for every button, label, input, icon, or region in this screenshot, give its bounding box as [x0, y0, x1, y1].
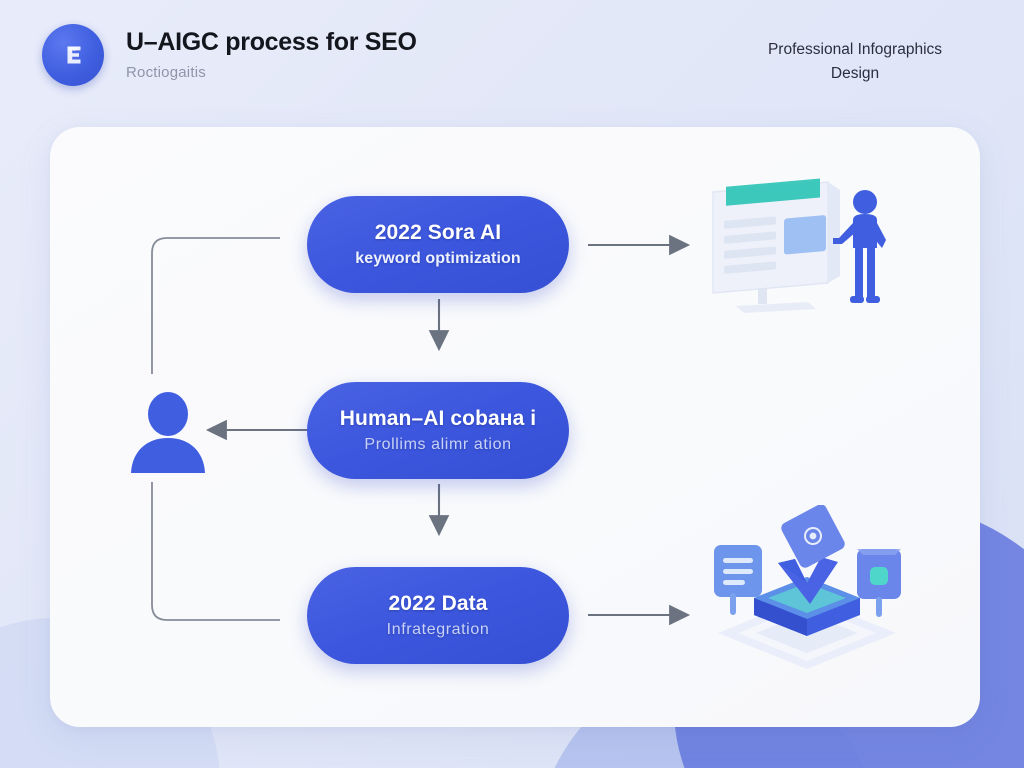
page-subtitle: Roctiogaitis — [126, 63, 206, 81]
content-lines — [724, 216, 776, 274]
flow-step-1-subtitle: keyword optimization — [355, 250, 521, 267]
page-header: U–AIGC process for SEO Roctiogaitis — [42, 24, 417, 86]
monitor-with-person-illustration — [700, 176, 900, 326]
document-card-icon — [714, 545, 762, 615]
flow-step-3-title: 2022 Data — [388, 592, 488, 615]
corner-note-line-2: Design — [830, 64, 880, 82]
flow-step-2-title: Human–AI cobана і — [339, 407, 537, 430]
flow-step-2[interactable]: Human–AI cobана і Prollims alimr ation — [307, 382, 569, 479]
teal-header-bar — [726, 178, 820, 206]
flow-step-2-subtitle: Prollims alimr ation — [364, 436, 512, 453]
screen-card-icon — [857, 549, 901, 617]
loop-step3-left — [151, 482, 280, 621]
flow-step-3[interactable]: 2022 Data Infrategration — [307, 567, 569, 664]
person-figure-icon — [833, 190, 886, 303]
data-integration-illustration — [700, 504, 915, 675]
page-title: U–AIGC process for SEO — [126, 28, 417, 56]
brand-e-logo-icon — [42, 24, 104, 86]
corner-note: Professional Infographics Design — [730, 38, 980, 85]
title-block: U–AIGC process for SEO Roctiogaitis — [126, 24, 417, 81]
loop-step1-left — [151, 237, 280, 374]
download-arrow-icon — [778, 557, 838, 604]
image-placeholder — [784, 215, 826, 255]
flow-step-1-title: 2022 Sora AI — [374, 221, 502, 244]
flow-step-3-subtitle: Infrategration — [386, 621, 490, 638]
diamond-card-icon — [781, 504, 845, 568]
user-avatar-icon — [122, 388, 214, 485]
flow-step-1[interactable]: 2022 Sora AI keyword optimization — [307, 196, 569, 293]
corner-note-line-1: Professional Infographics — [767, 41, 943, 58]
